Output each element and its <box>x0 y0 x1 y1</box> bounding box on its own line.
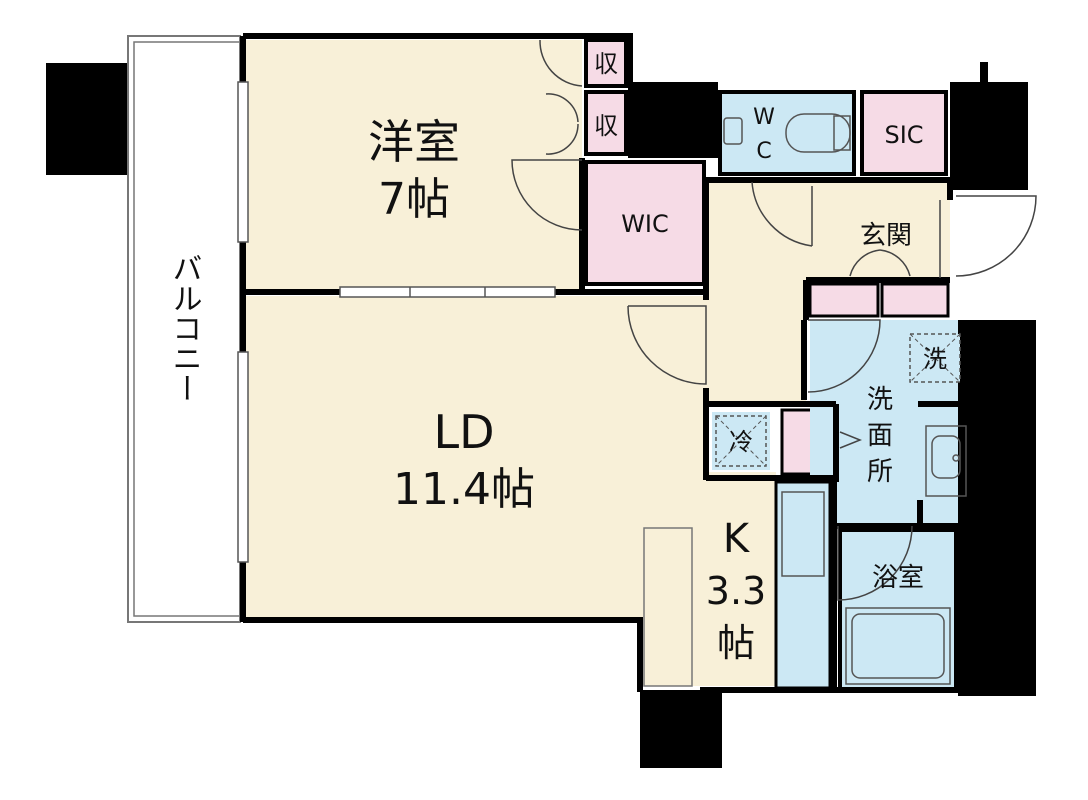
sic <box>860 90 948 176</box>
balcony: バルコニー <box>127 35 241 623</box>
kitchen-counter <box>643 527 693 687</box>
structural-column-south <box>640 690 722 768</box>
western-room-name: 洋室 <box>368 115 460 169</box>
storage-1 <box>584 38 628 88</box>
hallway-floor <box>706 180 806 402</box>
walls <box>240 33 1036 693</box>
sliding-door <box>339 286 556 298</box>
structural-wall-upper <box>628 82 718 158</box>
washer-space: 洗 <box>909 333 961 383</box>
western-room-floor <box>246 40 582 292</box>
wic-label: WIC <box>621 210 669 238</box>
washer-label: 洗 <box>923 345 947 373</box>
wic <box>584 160 706 286</box>
window-western <box>237 81 249 243</box>
ld-floor <box>246 296 706 618</box>
kitchen-unit: 帖 <box>717 621 755 665</box>
fridge-label: 冷 <box>729 428 753 456</box>
bath-label: 浴室 <box>872 563 924 593</box>
structural-column-ne <box>950 82 1028 190</box>
toilet <box>723 113 851 153</box>
storage-1-label: 収 <box>594 50 618 78</box>
kitchen-name: K <box>723 516 751 562</box>
structural-column-nw <box>46 63 136 175</box>
wc-label-w: W <box>753 105 775 130</box>
storage-2 <box>584 90 628 156</box>
ld-size: 11.4帖 <box>393 464 535 515</box>
entrance-label: 玄関 <box>860 221 912 251</box>
washroom-label-3: 所 <box>867 457 893 487</box>
entrance-floor <box>806 180 950 280</box>
balcony-label: バルコニー <box>167 253 202 403</box>
storage-2-label: 収 <box>594 112 618 140</box>
window-ld <box>237 351 249 563</box>
structural-pillar-small <box>980 62 988 84</box>
door-swings <box>511 39 1037 601</box>
sic-label: SIC <box>884 121 923 149</box>
washroom-label-2: 面 <box>867 421 893 451</box>
wash-basin <box>925 425 967 497</box>
bathroom <box>838 528 958 692</box>
shoe-box-2 <box>880 282 950 318</box>
bathtub <box>845 607 951 685</box>
wc-label-c: C <box>756 139 771 164</box>
kitchen-sink <box>781 491 825 577</box>
fridge: 冷 <box>715 415 767 467</box>
shoe-box-1 <box>808 282 880 318</box>
ld-name: LD <box>433 405 494 459</box>
structural-block-east <box>958 320 1036 696</box>
western-room-size: 7帖 <box>378 174 450 225</box>
kitchen-sink-counter <box>774 480 832 690</box>
washroom-label-1: 洗 <box>867 385 893 415</box>
kitchen-size: 3.3 <box>706 569 766 613</box>
